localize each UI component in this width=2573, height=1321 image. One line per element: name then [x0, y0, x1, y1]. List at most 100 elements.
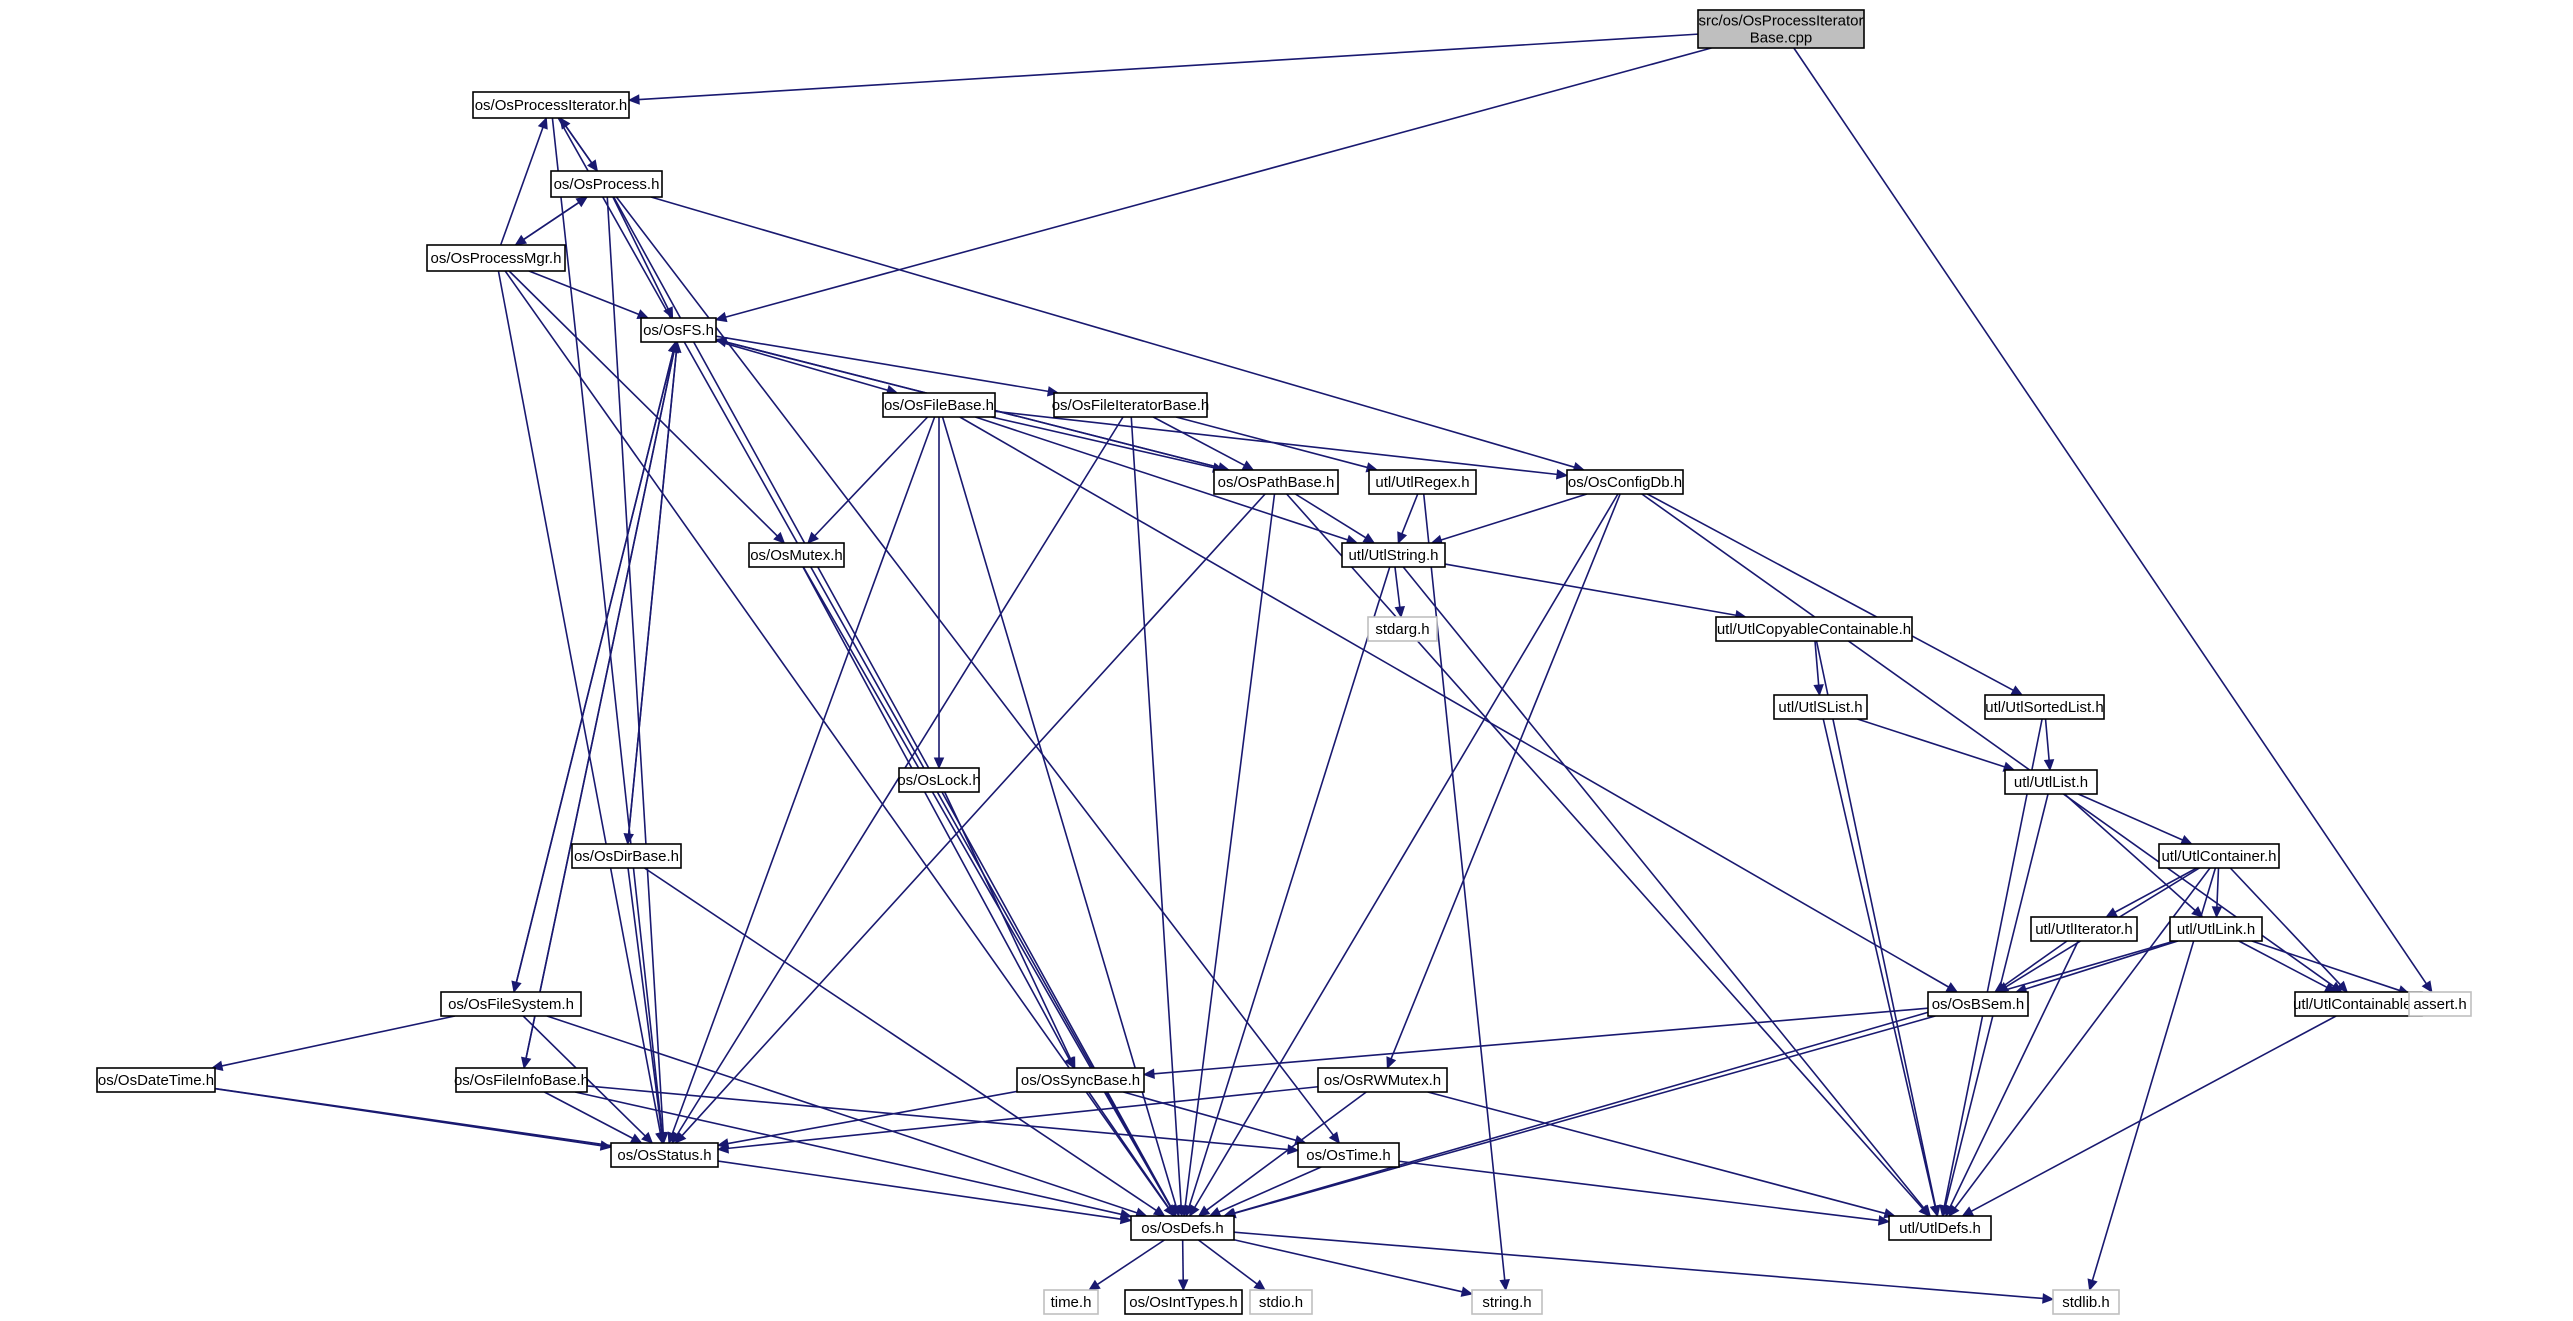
node-box[interactable] — [1715, 616, 1913, 642]
node-fileIter[interactable]: os/OsFileIteratorBase.h — [1052, 392, 1210, 418]
node-rwMutex[interactable]: os/OsRWMutex.h — [1317, 1067, 1448, 1093]
node-osDefs[interactable]: os/OsDefs.h — [1130, 1215, 1235, 1241]
node-box[interactable] — [1130, 1215, 1235, 1241]
node-sortedList[interactable]: utl/UtlSortedList.h — [1984, 694, 2105, 720]
node-box[interactable] — [1043, 1289, 1099, 1315]
node-box[interactable] — [1053, 392, 1208, 418]
node-box[interactable] — [1367, 616, 1438, 642]
node-box[interactable] — [1341, 542, 1446, 568]
node-box[interactable] — [882, 392, 996, 418]
edge-process-to-status — [606, 196, 664, 1134]
node-box[interactable] — [1368, 469, 1477, 495]
node-box[interactable] — [1124, 1289, 1243, 1315]
node-osTime[interactable]: os/OsTime.h — [1297, 1142, 1400, 1168]
arrowhead-process-to-osTime — [1328, 1131, 1341, 1144]
edge-fileInfo-to-osTime — [586, 1085, 1289, 1151]
node-box[interactable] — [1773, 694, 1868, 720]
edge-container-to-utlDefs — [1954, 867, 2211, 1209]
node-box[interactable] — [1317, 1067, 1448, 1093]
node-box[interactable] — [1471, 1289, 1543, 1315]
node-box[interactable] — [2169, 916, 2263, 942]
arrowhead-osDefs-to-intTypes — [1177, 1279, 1189, 1292]
node-box[interactable] — [571, 843, 682, 869]
node-lock[interactable]: os/OsLock.h — [897, 767, 981, 793]
node-bsem[interactable]: os/OsBSem.h — [1927, 991, 2029, 1017]
node-utlString[interactable]: utl/UtlString.h — [1341, 542, 1446, 568]
edge-containable-to-utlDefs — [1970, 1015, 2337, 1212]
node-slist[interactable]: utl/UtlSList.h — [1773, 694, 1868, 720]
edge-fileInfo-to-fs — [523, 351, 675, 1069]
edge-configDb-to-containable — [1641, 493, 2334, 987]
node-utlList[interactable]: utl/UtlList.h — [2004, 769, 2098, 795]
node-box[interactable] — [1697, 9, 1865, 49]
node-box[interactable] — [1016, 1067, 1145, 1093]
node-box[interactable] — [426, 244, 566, 272]
node-box[interactable] — [640, 317, 717, 343]
node-box[interactable] — [1297, 1142, 1400, 1168]
node-utlIter[interactable]: utl/UtlIterator.h — [2030, 916, 2138, 942]
node-pathBase[interactable]: os/OsPathBase.h — [1213, 469, 1339, 495]
arrowhead-pathBase-to-status — [674, 1131, 687, 1144]
arrowhead-fileBase-to-configDb — [1555, 469, 1569, 480]
edge-rwMutex-to-osDefs — [1206, 1091, 1367, 1211]
edge-procMgr-to-fs — [528, 270, 640, 316]
node-timeH[interactable]: time.h — [1043, 1289, 1099, 1315]
node-box[interactable] — [1213, 469, 1339, 495]
arrowhead-container-to-containable — [2336, 980, 2349, 993]
node-box[interactable] — [2030, 916, 2138, 942]
node-syncBase[interactable]: os/OsSyncBase.h — [1016, 1067, 1145, 1093]
node-assert[interactable]: assert.h — [2408, 991, 2472, 1017]
node-copyCont[interactable]: utl/UtlCopyableContainable.h — [1715, 616, 1913, 642]
node-dirBase[interactable]: os/OsDirBase.h — [571, 843, 682, 869]
node-box[interactable] — [96, 1067, 216, 1093]
node-configDb[interactable]: os/OsConfigDb.h — [1566, 469, 1684, 495]
node-box[interactable] — [2004, 769, 2098, 795]
node-box[interactable] — [455, 1067, 588, 1093]
node-label: utl/UtlLink.h — [2177, 921, 2255, 938]
node-containable[interactable]: utl/UtlContainable.h — [2293, 991, 2424, 1017]
node-box[interactable] — [1984, 694, 2105, 720]
node-utlLink[interactable]: utl/UtlLink.h — [2169, 916, 2263, 942]
node-mutex[interactable]: os/OsMutex.h — [748, 542, 845, 568]
node-box[interactable] — [1888, 1215, 1992, 1241]
node-label: assert.h — [2413, 996, 2466, 1013]
node-status[interactable]: os/OsStatus.h — [610, 1142, 719, 1168]
node-box[interactable] — [472, 91, 630, 119]
node-process[interactable]: os/OsProcess.h — [550, 170, 663, 198]
node-label: os/OsIntTypes.h — [1129, 1294, 1237, 1311]
node-fs[interactable]: os/OsFS.h — [640, 317, 717, 343]
node-fileSystem[interactable]: os/OsFileSystem.h — [440, 991, 582, 1017]
node-box[interactable] — [748, 542, 845, 568]
node-box[interactable] — [610, 1142, 719, 1168]
node-box[interactable] — [2158, 843, 2280, 869]
node-fileBase[interactable]: os/OsFileBase.h — [882, 392, 996, 418]
node-dateTime[interactable]: os/OsDateTime.h — [96, 1067, 216, 1093]
edge-procMgr-to-procIter — [499, 127, 544, 246]
node-regex[interactable]: utl/UtlRegex.h — [1368, 469, 1477, 495]
node-container[interactable]: utl/UtlContainer.h — [2158, 843, 2280, 869]
node-box[interactable] — [440, 991, 582, 1017]
arrowhead-lock-to-syncBase — [1065, 1056, 1076, 1070]
node-box[interactable] — [898, 767, 980, 793]
node-intTypes[interactable]: os/OsIntTypes.h — [1124, 1289, 1243, 1315]
node-stringH[interactable]: string.h — [1471, 1289, 1543, 1315]
node-box[interactable] — [2052, 1289, 2120, 1315]
node-stdlib[interactable]: stdlib.h — [2052, 1289, 2120, 1315]
node-stdarg[interactable]: stdarg.h — [1367, 616, 1438, 642]
node-fileInfo[interactable]: os/OsFileInfoBase.h — [454, 1067, 589, 1093]
node-box[interactable] — [1249, 1289, 1313, 1315]
node-utlDefs[interactable]: utl/UtlDefs.h — [1888, 1215, 1992, 1241]
node-box[interactable] — [2408, 991, 2472, 1017]
arrowhead-fileInfo-to-fs — [668, 340, 679, 354]
edge-configDb-to-osDefs — [1194, 493, 1619, 1208]
node-procIter[interactable]: os/OsProcessIterator.h — [472, 91, 630, 119]
node-stdio[interactable]: stdio.h — [1249, 1289, 1313, 1315]
node-box[interactable] — [550, 170, 663, 198]
node-procMgr[interactable]: os/OsProcessMgr.h — [426, 244, 566, 272]
edge-osDefs-to-stdio — [1197, 1239, 1258, 1285]
arrowhead-container-to-utlIter — [2105, 907, 2118, 918]
node-box[interactable] — [1927, 991, 2029, 1017]
node-box[interactable] — [1566, 469, 1684, 495]
arrowhead-dirBase-to-status — [656, 1131, 667, 1145]
